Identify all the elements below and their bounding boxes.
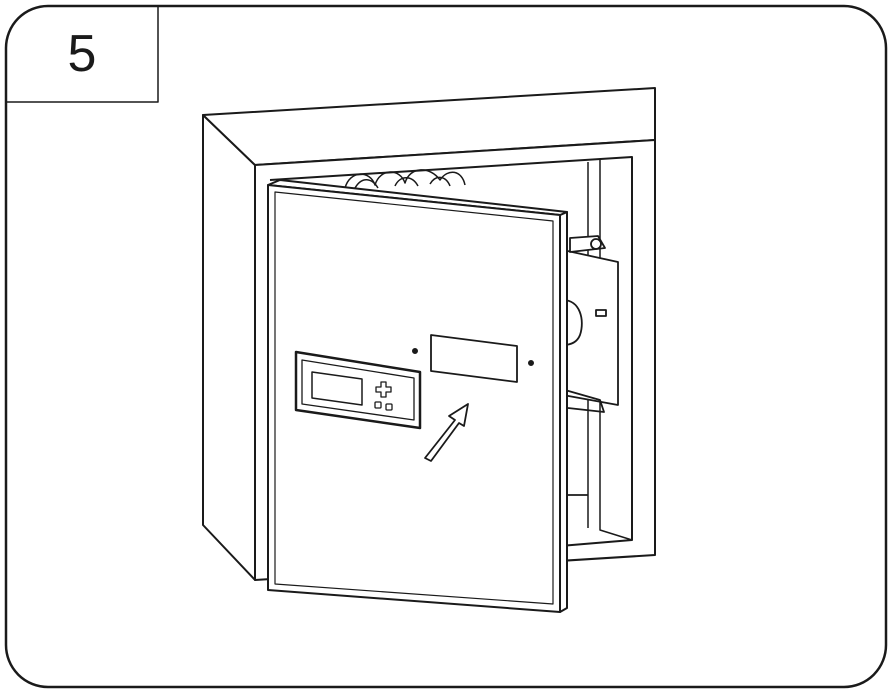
controller-keypad <box>374 381 393 411</box>
controller-unit <box>294 350 422 430</box>
controller-display <box>311 371 363 406</box>
cable-bundle <box>344 169 466 189</box>
label-cutout <box>430 334 518 383</box>
cabinet-opening <box>269 156 633 547</box>
door-screw <box>412 348 418 354</box>
step-label-box <box>6 6 159 103</box>
cabinet-left-side <box>202 114 256 581</box>
step-number: 5 <box>67 25 97 83</box>
panel-frame <box>4 4 888 689</box>
arrow-up-right-icon <box>424 403 469 462</box>
door-screw <box>528 360 534 366</box>
